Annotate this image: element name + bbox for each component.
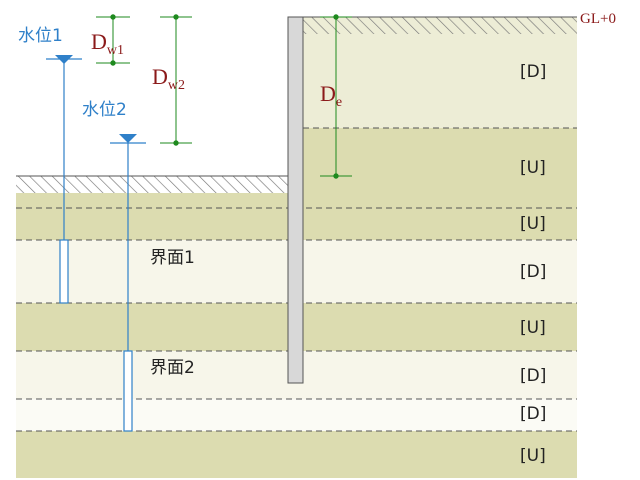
water-level-1: 水位1 [18, 26, 82, 304]
de-label-main: D [320, 81, 336, 106]
water-level-2-marker-icon [119, 134, 137, 143]
dw1-label: Dw1 [91, 29, 124, 58]
right-layer-1 [303, 17, 577, 128]
interface-2-label: 界面2 [150, 358, 195, 378]
soil-type-label: [U] [520, 158, 546, 178]
water-level-2: 水位2 [82, 100, 146, 432]
soil-type-labels: [D] [U] [U] [D] [U] [D] [D] [U] [520, 62, 546, 466]
retaining-wall [287, 16, 304, 384]
soil-type-label: [D] [520, 404, 546, 424]
dw1-label-main: D [91, 29, 107, 54]
soil-type-label: [D] [520, 62, 546, 82]
water-level-1-label: 水位1 [18, 26, 63, 46]
right-soil-column [303, 17, 577, 208]
water-level-2-label: 水位2 [82, 100, 127, 120]
water-level-2-piezometer [123, 350, 133, 432]
dw1-top-dot [110, 14, 116, 20]
water-level-1-piezometer [59, 239, 69, 304]
dimension-dw2 [160, 14, 192, 146]
dimension-dw1 [96, 14, 130, 66]
soil-type-label: [D] [520, 366, 546, 386]
dw2-top-dot [173, 14, 179, 20]
dw2-bottom-dot [173, 140, 179, 146]
dw2-label-main: D [152, 64, 168, 89]
soil-type-label: [D] [520, 262, 546, 282]
soil-type-label: [U] [520, 318, 546, 338]
dw2-label-sub: w2 [168, 78, 185, 93]
soil-type-label: [U] [520, 446, 546, 466]
dw1-label-sub: w1 [107, 43, 124, 58]
de-label: De [320, 81, 342, 110]
layer-strip-u3 [16, 431, 577, 478]
ground-surface-hatch [303, 17, 577, 34]
de-top-dot [333, 14, 339, 20]
layer-strip-d3 [16, 399, 577, 431]
ground-level-label: GL+0 [580, 11, 616, 27]
dw1-bottom-dot [110, 60, 116, 66]
interface-1-label: 界面1 [150, 248, 195, 268]
de-label-sub: e [336, 95, 342, 110]
soil-type-label: [U] [520, 214, 546, 234]
dw2-label: Dw2 [152, 64, 185, 93]
excavation-surface-hatch [16, 176, 288, 193]
de-bottom-dot [333, 173, 339, 179]
dimension-de [320, 14, 352, 179]
